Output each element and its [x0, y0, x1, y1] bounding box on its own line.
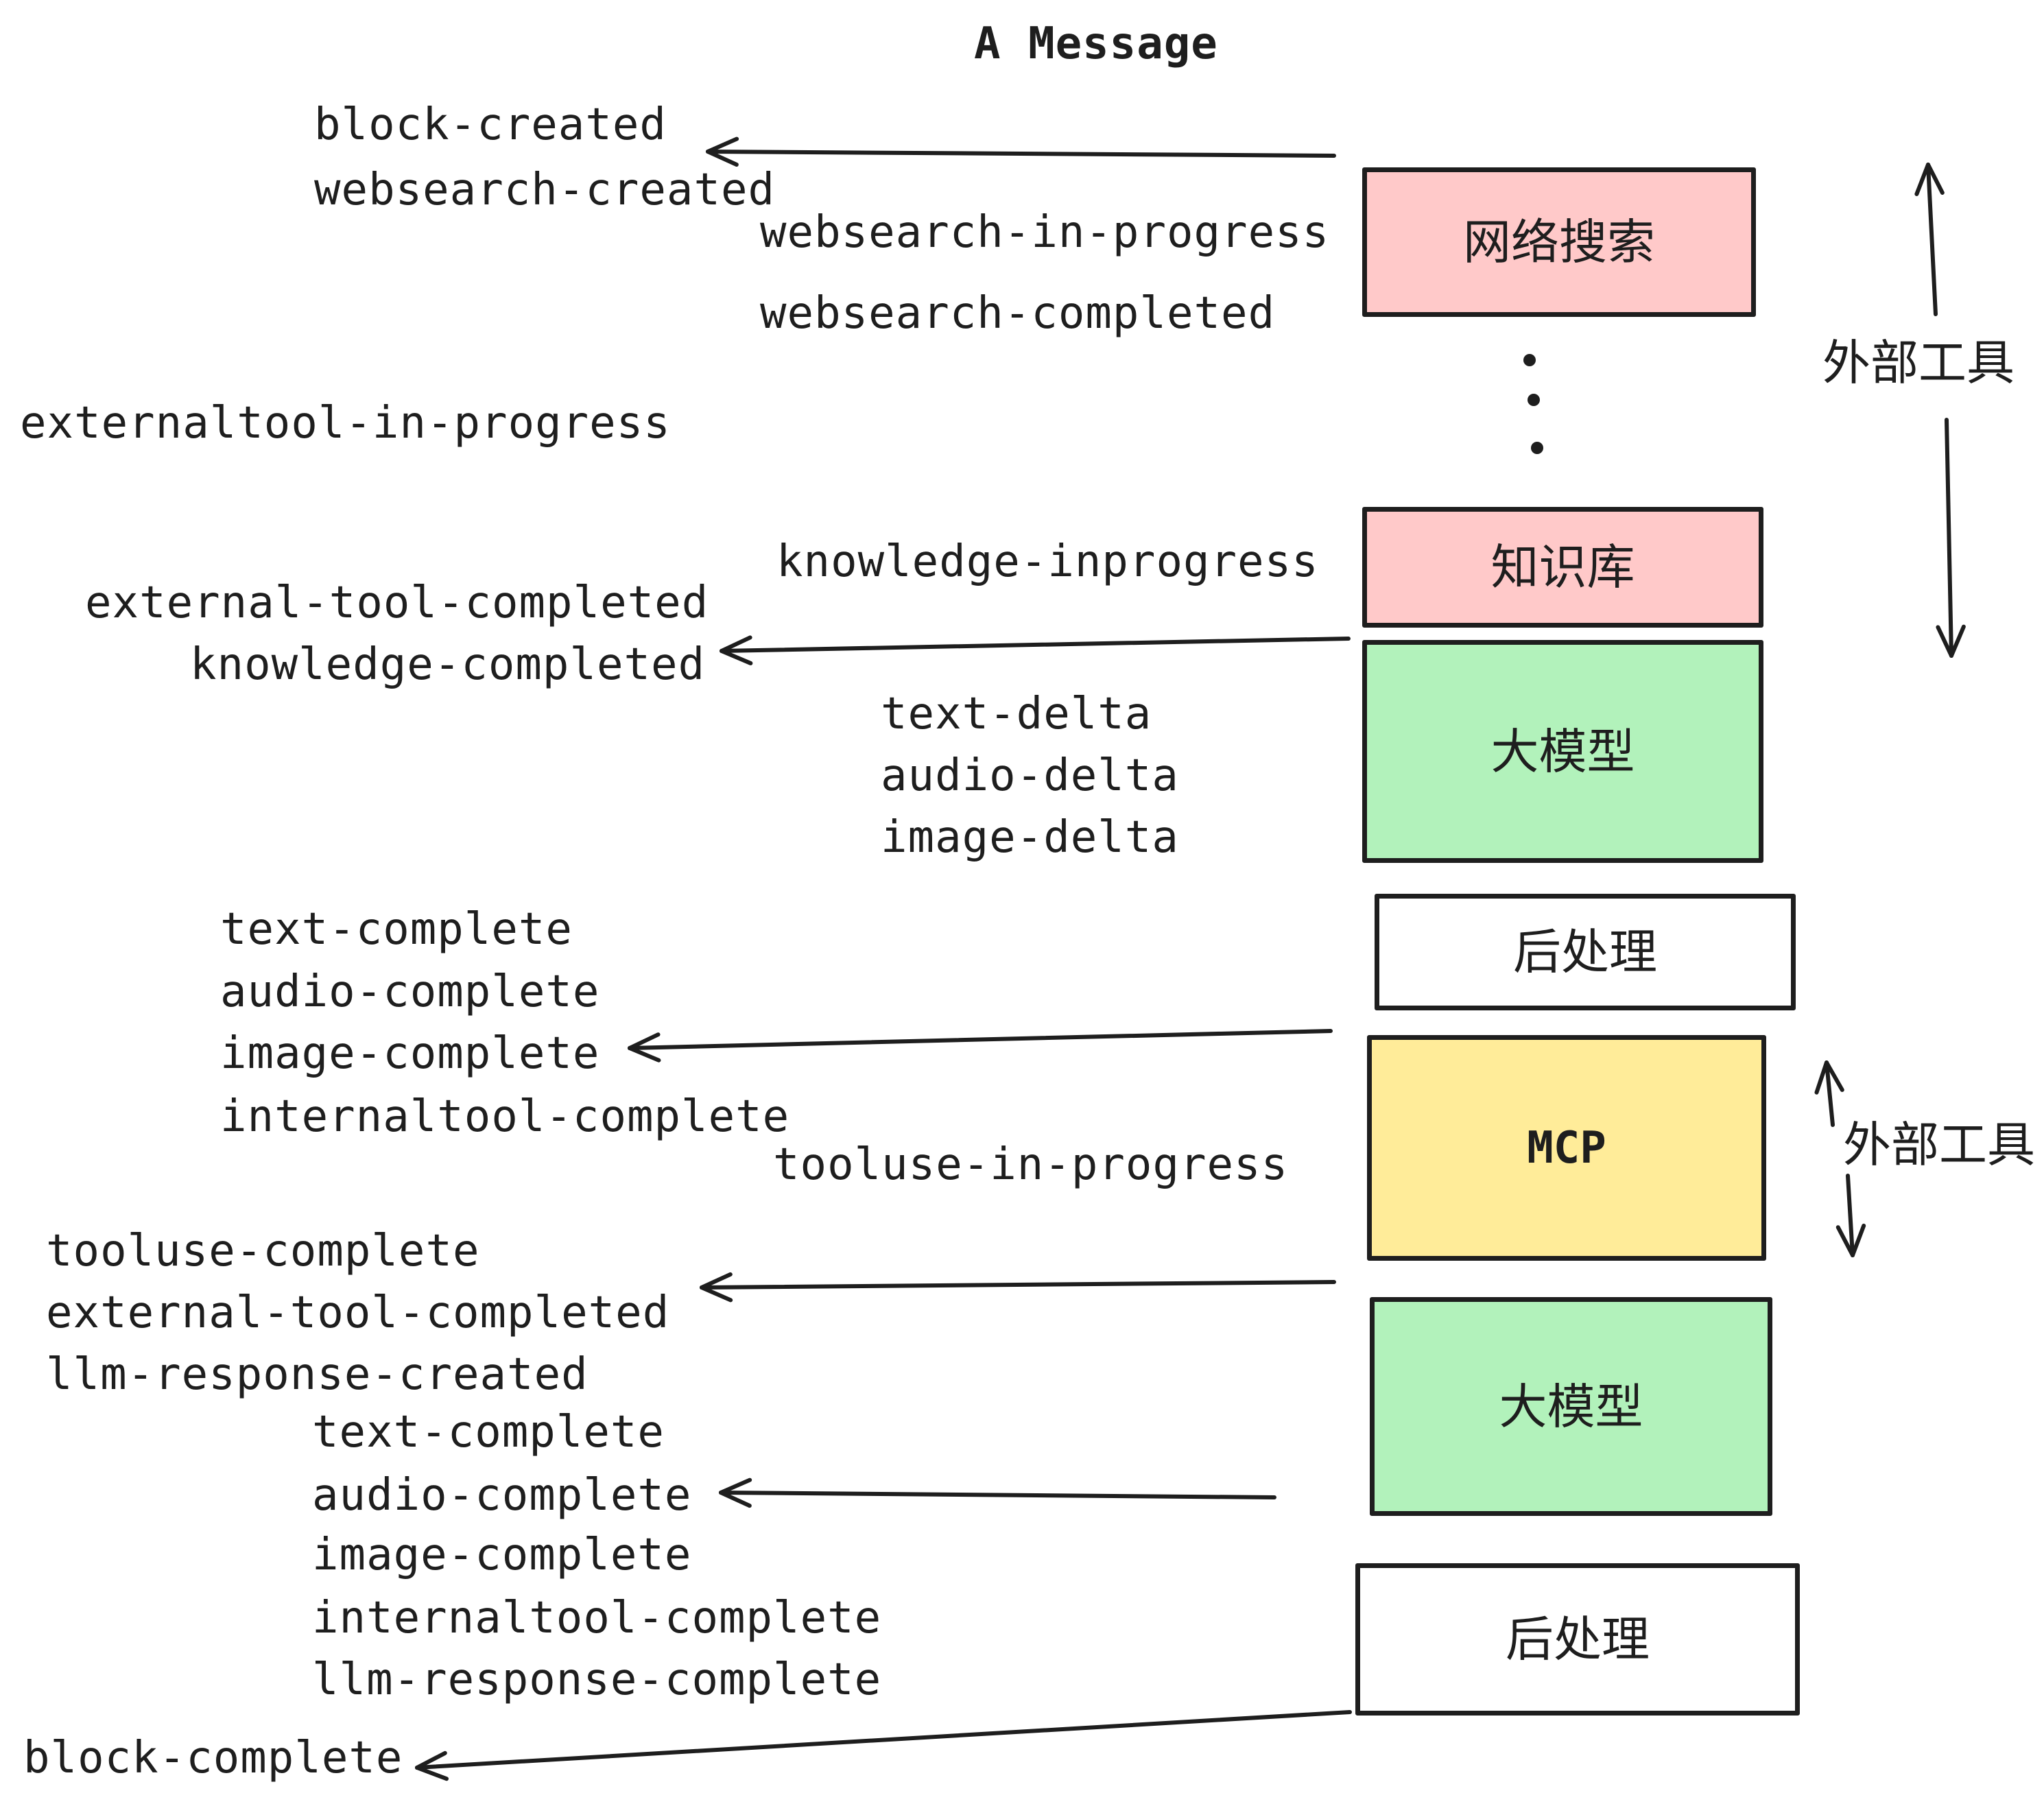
- node-label-llm-1: 大模型: [1490, 724, 1635, 779]
- node-label-postprocess-2: 后处理: [1506, 1613, 1650, 1666]
- arrow-line: [700, 1280, 1336, 1290]
- event-label-websearch-completed: websearch-completed: [760, 288, 1276, 339]
- event-label-websearch-in-progress: websearch-in-progress: [760, 207, 1330, 258]
- event-label-knowledge-completed: knowledge-completed: [190, 639, 706, 690]
- event-label-llm-response-created: llm-response-created: [46, 1349, 589, 1400]
- event-label-block-created: block-created: [314, 99, 667, 150]
- node-label-postprocess-1: 后处理: [1513, 925, 1657, 979]
- side-annotation-1: 外部工具: [1822, 336, 2015, 390]
- event-label-audio-delta: audio-delta: [881, 750, 1179, 801]
- arrow-external-tool-down-1: [1936, 418, 1966, 658]
- arrow-line: [719, 1477, 752, 1495]
- arrow-to-block-complete: [415, 1710, 1352, 1781]
- event-label-externaltool-in-progress: externaltool-in-progress: [20, 398, 671, 449]
- node-label-knowledge: 知识库: [1490, 541, 1635, 594]
- node-label-llm-2: 大模型: [1499, 1379, 1643, 1434]
- ellipsis-dot-3: [1531, 442, 1543, 454]
- node-llm-2: 大模型: [1370, 1297, 1772, 1516]
- arrow-line: [1949, 624, 1966, 658]
- arrow-line: [719, 1491, 1276, 1499]
- event-label-llm-response-complete: llm-response-complete: [312, 1654, 882, 1705]
- event-label-audio-complete: audio-complete: [312, 1470, 692, 1521]
- arrow-external-tool-down-2: [1835, 1174, 1866, 1257]
- arrow-line: [1945, 418, 1953, 658]
- ellipsis-dot-1: [1523, 354, 1536, 366]
- arrow-line: [1936, 625, 1953, 658]
- arrow-line: [1926, 163, 1938, 316]
- page-title: A Message: [974, 19, 1218, 69]
- arrow-line: [706, 150, 739, 167]
- arrow-line: [1835, 1225, 1855, 1257]
- arrow-line: [628, 1029, 1333, 1050]
- arrow-line: [1914, 163, 1930, 196]
- event-label-internaltool-complete: internaltool-complete: [220, 1091, 790, 1142]
- arrow-to-block-created: [706, 137, 1336, 167]
- arrow-line: [415, 1710, 1352, 1770]
- event-label-text-complete: text-complete: [220, 904, 573, 955]
- event-label-block-complete: block-complete: [23, 1733, 403, 1783]
- arrow-external-tool-up-2: [1814, 1060, 1844, 1127]
- node-websearch: 网络搜索: [1362, 167, 1756, 317]
- arrow-line: [719, 1491, 752, 1508]
- node-postprocess-1: 后处理: [1375, 894, 1796, 1010]
- arrow-to-image-complete: [628, 1029, 1333, 1063]
- event-label-websearch-created: websearch-created: [314, 165, 776, 215]
- arrow-line: [1814, 1060, 1829, 1095]
- node-knowledge: 知识库: [1362, 507, 1763, 628]
- arrow-line: [628, 1032, 661, 1050]
- arrow-line: [720, 637, 1351, 653]
- arrow-line: [1851, 1223, 1866, 1257]
- arrow-line: [720, 635, 752, 653]
- arrow-line: [1825, 1060, 1835, 1127]
- event-label-image-complete: image-complete: [312, 1530, 692, 1580]
- node-label-mcp: MCP: [1527, 1122, 1606, 1174]
- event-label-text-complete: text-complete: [312, 1407, 665, 1458]
- arrow-line: [1926, 163, 1945, 195]
- arrow-line: [1825, 1060, 1844, 1092]
- event-label-internaltool-complete: internaltool-complete: [312, 1593, 882, 1643]
- event-label-knowledge-inprogress: knowledge-inprogress: [776, 536, 1319, 587]
- arrow-line: [700, 1272, 733, 1290]
- arrow-to-audio-complete: [719, 1477, 1276, 1508]
- node-postprocess-2: 后处理: [1355, 1563, 1800, 1716]
- arrow-line: [700, 1285, 733, 1303]
- arrow-line: [415, 1750, 447, 1770]
- event-label-image-complete: image-complete: [220, 1028, 600, 1079]
- event-label-tooluse-in-progress: tooluse-in-progress: [773, 1139, 1289, 1190]
- ellipsis-dot-2: [1528, 394, 1540, 406]
- event-label-text-delta: text-delta: [881, 689, 1152, 739]
- arrow-line: [415, 1766, 449, 1781]
- event-label-external-tool-completed: external-tool-completed: [46, 1287, 670, 1338]
- node-llm-1: 大模型: [1362, 640, 1763, 863]
- arrow-line: [1846, 1174, 1855, 1257]
- event-label-image-delta: image-delta: [881, 812, 1179, 863]
- arrow-line: [706, 137, 739, 154]
- event-label-audio-complete: audio-complete: [220, 966, 600, 1017]
- node-label-websearch: 网络搜索: [1463, 215, 1655, 269]
- event-label-tooluse-complete: tooluse-complete: [46, 1226, 480, 1277]
- event-label-external-tool-completed: external-tool-completed: [85, 578, 709, 628]
- arrow-line: [720, 649, 753, 665]
- arrow-line: [706, 150, 1336, 158]
- arrow-line: [628, 1046, 661, 1063]
- node-mcp: MCP: [1367, 1035, 1766, 1261]
- arrow-to-knowledge-completed: [720, 635, 1351, 665]
- arrow-external-tool-up-1: [1914, 163, 1945, 316]
- side-annotation-2: 外部工具: [1843, 1118, 2035, 1172]
- arrow-to-tooluse-complete: [700, 1272, 1336, 1303]
